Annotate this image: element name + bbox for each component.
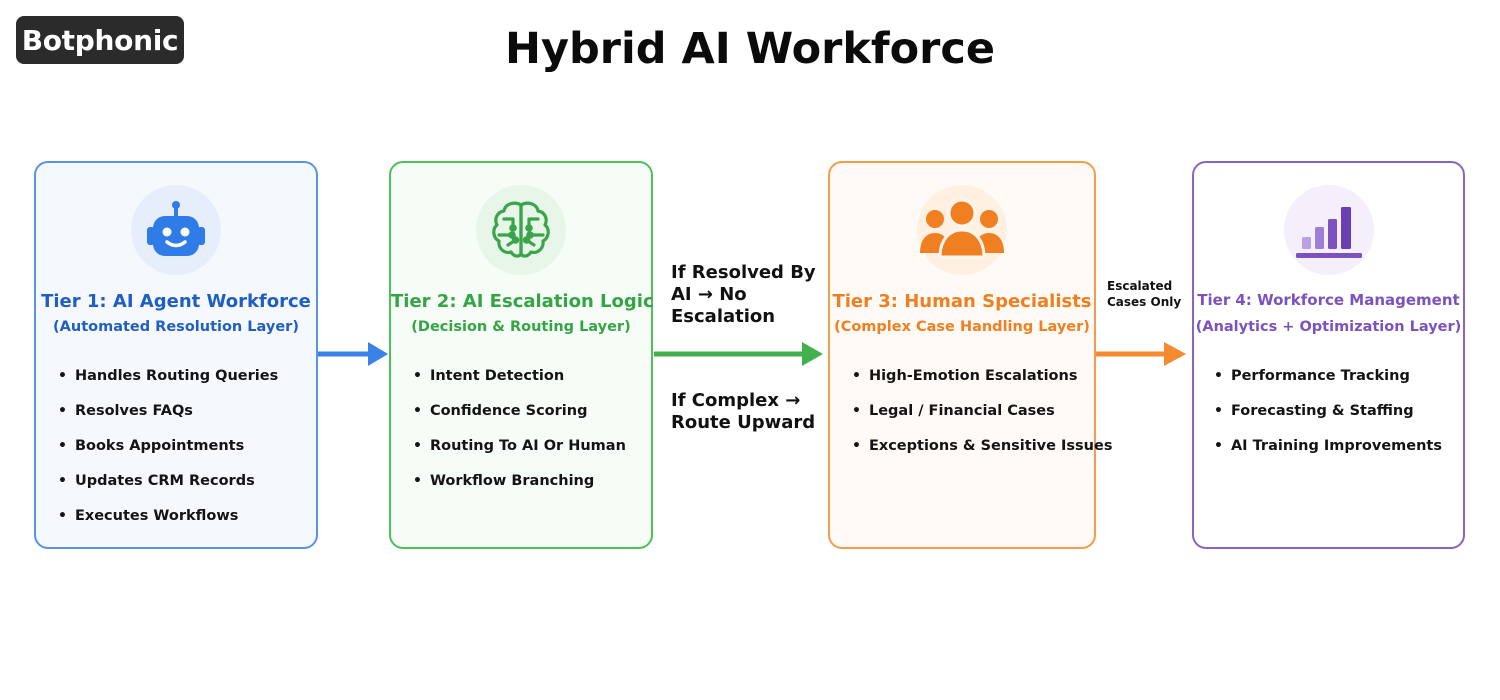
list-item: Exceptions & Sensitive Issues [852, 438, 1113, 473]
bar-chart-icon [1283, 185, 1374, 275]
tier-4-list: Performance Tracking Forecasting & Staff… [1214, 368, 1442, 473]
tier-3-title: Tier 3: Human Specialists [832, 291, 1092, 312]
list-item: Routing To AI Or Human [413, 438, 626, 473]
tier-2-card: Tier 2: AI Escalation Logic (Decision & … [389, 161, 654, 549]
tier-3-list: High-Emotion Escalations Legal / Financi… [852, 368, 1113, 473]
tier-1-title: Tier 1: AI Agent Workforce [41, 291, 311, 312]
tier-4-card: Tier 4: Workforce Management (Analytics … [1192, 161, 1465, 549]
list-item: Intent Detection [413, 368, 626, 403]
list-item: Updates CRM Records [58, 473, 278, 508]
tier-1-subtitle: (Automated Resolution Layer) [53, 319, 299, 335]
list-item: Forecasting & Staffing [1214, 403, 1442, 438]
brand-logo: Botphonic [16, 16, 184, 64]
page-title: Hybrid AI Workforce [504, 24, 996, 74]
list-item: Books Appointments [58, 438, 278, 473]
flow-escalated-text: Escalated Cases Only [1107, 279, 1182, 309]
list-item: Handles Routing Queries [58, 368, 278, 403]
list-item: Executes Workflows [58, 508, 278, 540]
people-group-icon [917, 185, 1007, 275]
list-item: High-Emotion Escalations [852, 368, 1112, 403]
arrow-tier2-to-tier3 [654, 342, 823, 366]
flow-complex-text: If Complex → Route Upward [671, 390, 816, 433]
tier-4-subtitle: (Analytics + Optimization Layer) [1195, 319, 1462, 335]
arrow-tier1-to-tier2 [318, 342, 388, 366]
list-item: Confidence Scoring [413, 403, 626, 438]
tier-3-subtitle: (Complex Case Handling Layer) [834, 319, 1090, 335]
tier-1-card: Tier 1: AI Agent Workforce (Automated Re… [34, 161, 318, 549]
tier-1-list: Handles Routing Queries Resolves FAQs Bo… [58, 368, 278, 540]
arrow-tier3-to-tier4 [1096, 342, 1186, 366]
tier-3-card: Tier 3: Human Specialists (Complex Case … [828, 161, 1112, 549]
tier-2-list: Intent Detection Confidence Scoring Rout… [413, 368, 626, 508]
list-item: Performance Tracking [1214, 368, 1442, 403]
flow-resolved-text: If Resolved By AI → No Escalation [671, 262, 816, 327]
list-item: Workflow Branching [413, 473, 626, 508]
list-item: AI Training Improvements [1214, 438, 1442, 473]
list-item: Legal / Financial Cases [852, 403, 1112, 438]
brain-circuit-icon [476, 185, 566, 275]
list-item: Resolves FAQs [58, 403, 278, 438]
tier-2-title: Tier 2: AI Escalation Logic [391, 291, 654, 312]
tier-2-subtitle: (Decision & Routing Layer) [411, 319, 631, 335]
robot-icon [131, 185, 221, 275]
tier-4-title: Tier 4: Workforce Management [1197, 291, 1460, 309]
